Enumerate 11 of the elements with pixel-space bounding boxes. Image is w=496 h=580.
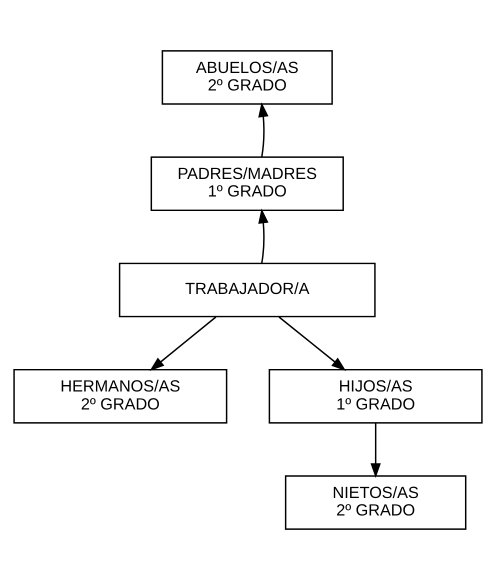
node-box: ABUELOS/AS 2º GRADO	[162, 50, 333, 105]
arrow	[278, 316, 346, 371]
node-box: NIETOS/AS 2º GRADO	[284, 475, 466, 530]
arrow	[370, 423, 381, 478]
node-box: TRABAJADOR/A	[118, 262, 376, 318]
arrow	[150, 316, 216, 371]
arrow	[258, 102, 268, 158]
arrow	[258, 208, 268, 264]
node-box: HIJOS/AS 1º GRADO	[268, 368, 483, 424]
node-box: HERMANOS/AS 2º GRADO	[13, 368, 228, 424]
node-box: PADRES/MADRES 1º GRADO	[150, 156, 344, 212]
